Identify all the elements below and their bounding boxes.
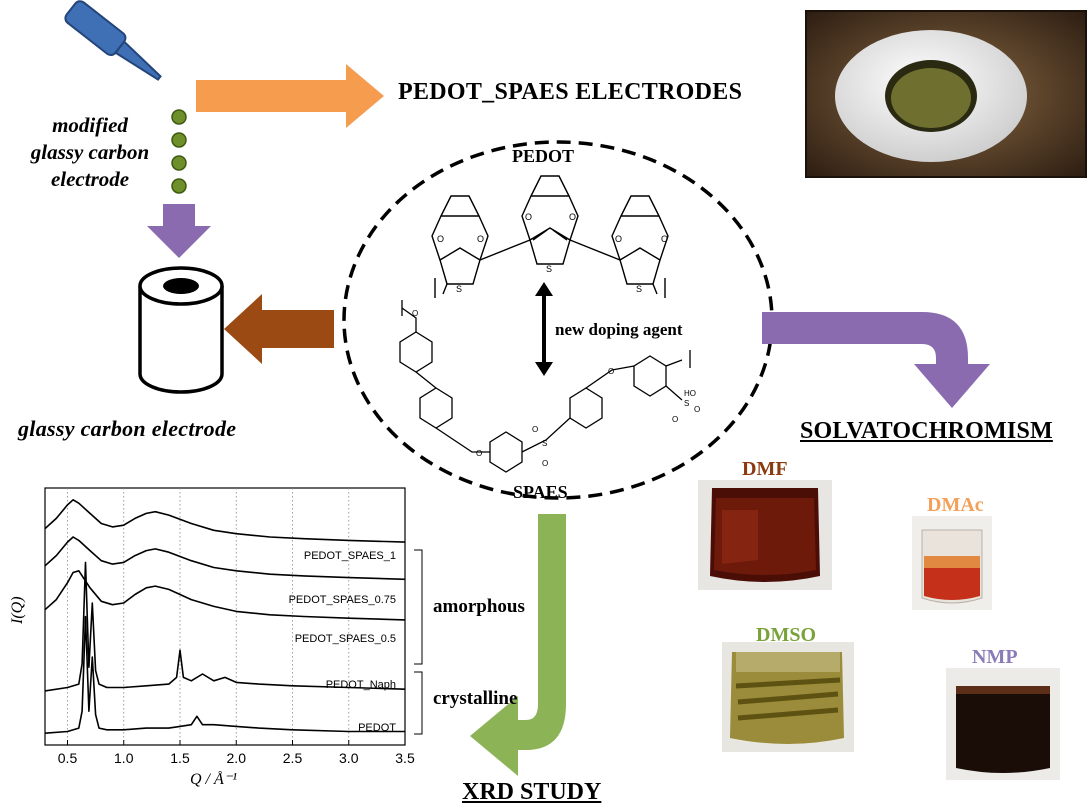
svg-text:O: O (608, 367, 614, 376)
svg-text:O: O (661, 234, 668, 244)
new-doping-agent-label: new doping agent (555, 320, 683, 339)
pedot-label: PEDOT (512, 146, 575, 166)
dmac-vial-photo (912, 516, 992, 610)
glassy-carbon-electrode-label: glassy carbon electrode (18, 416, 237, 441)
spaes-label: SPAES (513, 482, 568, 502)
solvent-label-dmf: DMF (742, 458, 788, 480)
series-label: PEDOT_SPAES_0.5 (295, 633, 396, 645)
svg-text:S: S (636, 284, 642, 294)
purple-down-arrow-icon (147, 204, 211, 258)
pedot-structure-icon: S S S O O O O O O (431, 175, 669, 298)
svg-text:O: O (477, 234, 484, 244)
purple-bent-arrow-icon (762, 312, 990, 408)
svg-text:O: O (532, 425, 538, 434)
svg-text:O: O (615, 234, 622, 244)
svg-text:O: O (437, 234, 444, 244)
x-tick-label: 2.5 (283, 750, 303, 766)
series-line-pedot (44, 615, 405, 734)
series-label: PEDOT_SPAES_0.75 (289, 594, 396, 606)
glassy-carbon-electrode-icon (138, 266, 224, 394)
solvent-label-dmso: DMSO (756, 624, 816, 646)
xrd-chart: 0.5 1.0 1.5 2.0 2.5 3.0 3.5 PEDOT_SPAES_1PEDOT… (9, 487, 423, 788)
amorphous-label: amorphous (433, 596, 525, 617)
brown-left-arrow-icon (224, 294, 334, 364)
solvatochromism-title: SOLVATOCHROMISM (800, 418, 1053, 444)
series-line-pedot-spaes-0-75 (44, 536, 406, 581)
x-axis-label: Q / Å⁻¹ (190, 770, 237, 788)
x-tick-label: 0.5 (58, 750, 78, 766)
dmso-vial-photo (722, 642, 854, 752)
dmf-vial-photo (698, 480, 832, 590)
plot-frame (44, 487, 406, 746)
nmp-vial-photo (946, 668, 1060, 780)
x-tick-label: 1.5 (170, 750, 190, 766)
droplets-icon (171, 109, 187, 194)
svg-text:S: S (542, 439, 547, 448)
y-axis-label: I(Q) (9, 596, 26, 625)
pedot-spaes-electrodes-title: PEDOT_SPAES ELECTRODES (398, 79, 743, 105)
green-bent-arrow-icon (470, 514, 566, 776)
solvent-label-nmp: NMP (972, 646, 1018, 668)
svg-text:O: O (412, 309, 418, 318)
solvent-label-dmac: DMAc (927, 494, 984, 516)
svg-text:HO: HO (684, 389, 696, 398)
svg-text:S: S (456, 284, 462, 294)
electrode-photo (805, 10, 1087, 178)
svg-text:O: O (694, 405, 700, 414)
svg-text:O: O (476, 449, 482, 458)
series-label: PEDOT_SPAES_1 (304, 550, 396, 562)
svg-text:S: S (546, 264, 552, 274)
modified-electrode-label: modified glassy carbon electrode (30, 113, 150, 191)
svg-text:O: O (569, 212, 576, 222)
pipette-icon (64, 0, 162, 81)
x-tick-label: 3.0 (339, 750, 359, 766)
svg-text:O: O (672, 415, 678, 424)
series-label: PEDOT_Naph (326, 679, 396, 691)
crystalline-label: crystalline (433, 688, 518, 709)
svg-text:O: O (525, 212, 532, 222)
x-tick-label: 3.5 (395, 750, 415, 766)
x-tick-label: 2.0 (227, 750, 247, 766)
svg-text:O: O (542, 459, 548, 468)
orange-arrow-icon (196, 64, 384, 128)
svg-text:S: S (684, 399, 689, 408)
series-label: PEDOT (358, 722, 396, 734)
series-line-pedot-spaes-1 (44, 499, 406, 543)
series-line-pedot-naph (44, 561, 406, 692)
xrd-study-title: XRD STUDY (462, 779, 602, 805)
series-line-pedot-spaes-0-5 (44, 570, 406, 621)
x-tick-label: 1.0 (114, 750, 134, 766)
double-arrow-icon (535, 282, 553, 376)
